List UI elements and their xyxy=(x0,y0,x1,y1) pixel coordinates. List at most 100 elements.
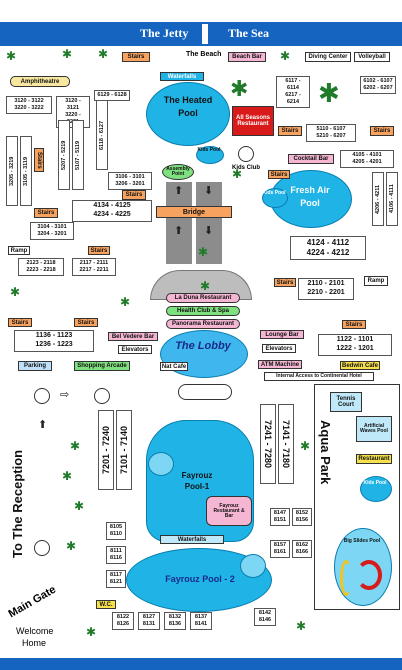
parking: Parking xyxy=(18,361,52,371)
kids-pool xyxy=(196,146,224,164)
nat-cafe: Nat Cafe xyxy=(160,362,188,371)
palm-icon: ✱ xyxy=(6,49,17,63)
welcome: Welcome xyxy=(16,626,54,636)
arrow-right-icon: ⇨ xyxy=(60,389,70,401)
beach-label: The Beach xyxy=(186,51,222,58)
health-club: Health Club & Spa xyxy=(166,306,240,316)
waterfalls-pool: Waterfalls xyxy=(160,535,224,544)
kids-pool-2-label: Kids Pool xyxy=(262,190,286,196)
kids-pool-2 xyxy=(262,188,288,208)
kids-pool-aqua-label: Kids Pool xyxy=(363,480,387,486)
palm-icon: ✱ xyxy=(62,47,73,61)
kids-club-face-icon xyxy=(238,146,254,162)
rooms-7141: 7141 - 7180 xyxy=(278,404,294,484)
stairs-left: Stairs xyxy=(34,148,44,172)
stairs-2123: Stairs xyxy=(88,246,110,255)
rooms-3205: 3205 - 3219 xyxy=(6,136,18,206)
palm-icon: ✱ xyxy=(70,439,81,453)
lobby-label: The Lobby xyxy=(175,340,231,352)
rooms-6118: 6118 - 6127 xyxy=(96,100,108,170)
palm-icon: ✱ xyxy=(198,245,209,259)
shopping-arcade: Shopping Arcade xyxy=(74,361,130,371)
rooms-6129: 6129 - 6128 xyxy=(94,90,130,101)
all-seasons-restaurant: All Seasons Restaurant xyxy=(232,106,274,136)
palm-icon: ✱ xyxy=(62,469,73,483)
palm-icon: ✱ xyxy=(232,167,243,181)
to-reception: To The Reception xyxy=(10,449,25,558)
diving-center: Diving Center xyxy=(305,52,351,62)
bottom-bar xyxy=(0,658,402,670)
bedwin-cafe: Bedwin Cafe xyxy=(340,361,380,370)
fayrouz-pool-1-label: Fayrouz Pool-1 xyxy=(181,471,213,492)
bridge-right xyxy=(196,182,222,264)
elevators-right: Elevators xyxy=(262,344,296,353)
big-slides-label: Big Slides Pool xyxy=(343,538,381,544)
rooms-7101: 7101 - 7140 xyxy=(116,410,132,490)
rooms-5107: 5107 - 5119 xyxy=(72,120,84,190)
fresh-air-pool-label: Fresh Air Pool xyxy=(290,185,330,208)
palm-icon: ✱ xyxy=(300,439,311,453)
rooms-5207: 5207 - 5219 xyxy=(58,120,70,190)
arrow-up-icon: ⬆ xyxy=(174,185,184,197)
bridge: Bridge xyxy=(156,206,232,218)
assembly-point: Assembly Point xyxy=(162,164,194,180)
fayrouz-pool-2-label: Fayrouz Pool - 2 xyxy=(165,574,235,584)
arrow-down-icon: ⬇ xyxy=(204,185,214,197)
rooms-3105: 3105 - 3119 xyxy=(20,136,32,206)
kids-pool-aqua xyxy=(360,476,392,502)
smiley-icon xyxy=(34,388,50,404)
palm-icon: ✱ xyxy=(318,78,340,108)
palm-icon: ✱ xyxy=(200,279,211,293)
stairs-1136: Stairs xyxy=(8,318,32,327)
cocktail-bar: Cocktail Bar xyxy=(288,154,334,164)
elevators-left: Elevators xyxy=(118,345,152,354)
jetty-pier xyxy=(202,24,208,44)
tennis-court: Tennis Court xyxy=(330,392,362,412)
rooms-7241: 7241 - 7280 xyxy=(260,404,276,484)
amphitheatre: Amphitheatre xyxy=(10,76,70,87)
home: Home xyxy=(22,638,47,648)
palm-icon: ✱ xyxy=(66,539,77,553)
aqua-restaurant: Restaurant xyxy=(356,454,392,464)
stairs-2110: Stairs xyxy=(274,278,296,287)
bel-vedere-bar: Bel Vedere Bar xyxy=(108,332,158,341)
kids-pool-fayrouz-2 xyxy=(240,554,266,578)
palm-icon: ✱ xyxy=(74,499,85,513)
palm-icon: ✱ xyxy=(98,47,109,61)
bridge-left xyxy=(166,182,192,264)
palm-icon: ✱ xyxy=(10,285,21,299)
arrow-up-icon: ⬆ xyxy=(174,225,184,237)
kids-pool-fayrouz xyxy=(148,452,174,476)
rooms-4106: 4106 - 4111 xyxy=(386,172,398,226)
palm-icon: ✱ xyxy=(120,295,131,309)
header-title-left: The Jetty xyxy=(140,26,189,40)
kids-pool-label: Kids Pool xyxy=(197,147,221,153)
sea-header xyxy=(0,22,402,46)
la-duna-restaurant: La Duna Restaurant xyxy=(166,293,240,303)
stairs-top: Stairs xyxy=(122,52,150,62)
stairs-fresh: Stairs xyxy=(268,170,290,179)
panorama-restaurant: Panorama Restaurant xyxy=(166,319,240,329)
beach-bar: Beach Bar xyxy=(228,52,266,62)
stairs-3104: Stairs xyxy=(122,190,146,200)
volleyball: Volleyball xyxy=(354,52,390,62)
heated-pool-label: The Heated Pool xyxy=(163,95,213,118)
